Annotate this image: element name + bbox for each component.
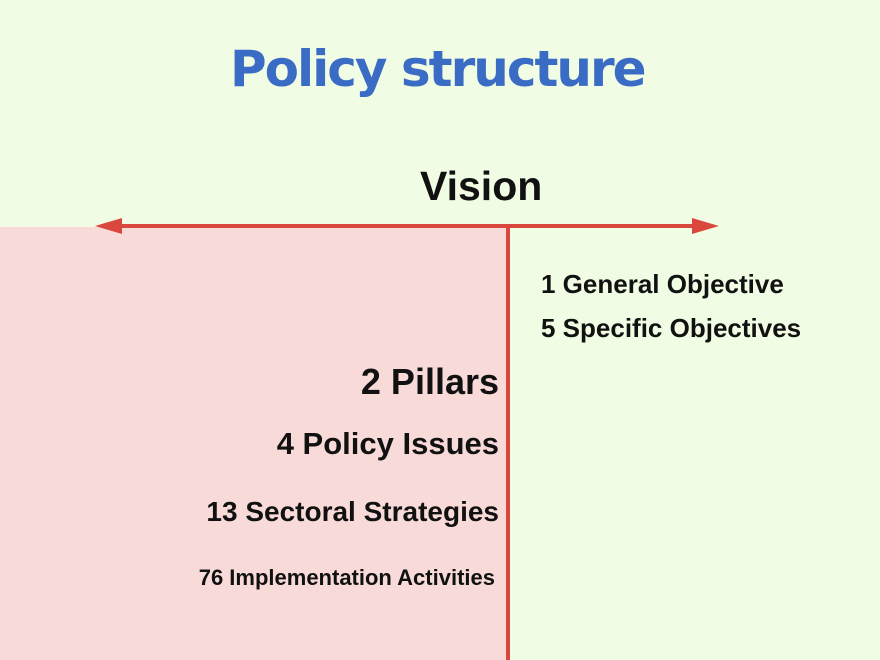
- right-arrowhead: [692, 218, 719, 234]
- pillars-panel: [0, 227, 508, 660]
- pillars-label: 2 Pillars: [360, 361, 499, 402]
- specific-objectives-label: 5 Specific Objectives: [541, 313, 802, 343]
- general-objective-label: 1 General Objective: [541, 269, 784, 299]
- diagram-title: Policy structure: [230, 40, 647, 98]
- sectoral-strategies-label: 13 Sectoral Strategies: [206, 496, 499, 527]
- policy-issues-label: 4 Policy Issues: [276, 426, 499, 461]
- vision-label: Vision: [420, 163, 543, 209]
- implementation-activities-label: 76 Implementation Activities: [198, 565, 495, 590]
- left-arrowhead: [95, 218, 122, 234]
